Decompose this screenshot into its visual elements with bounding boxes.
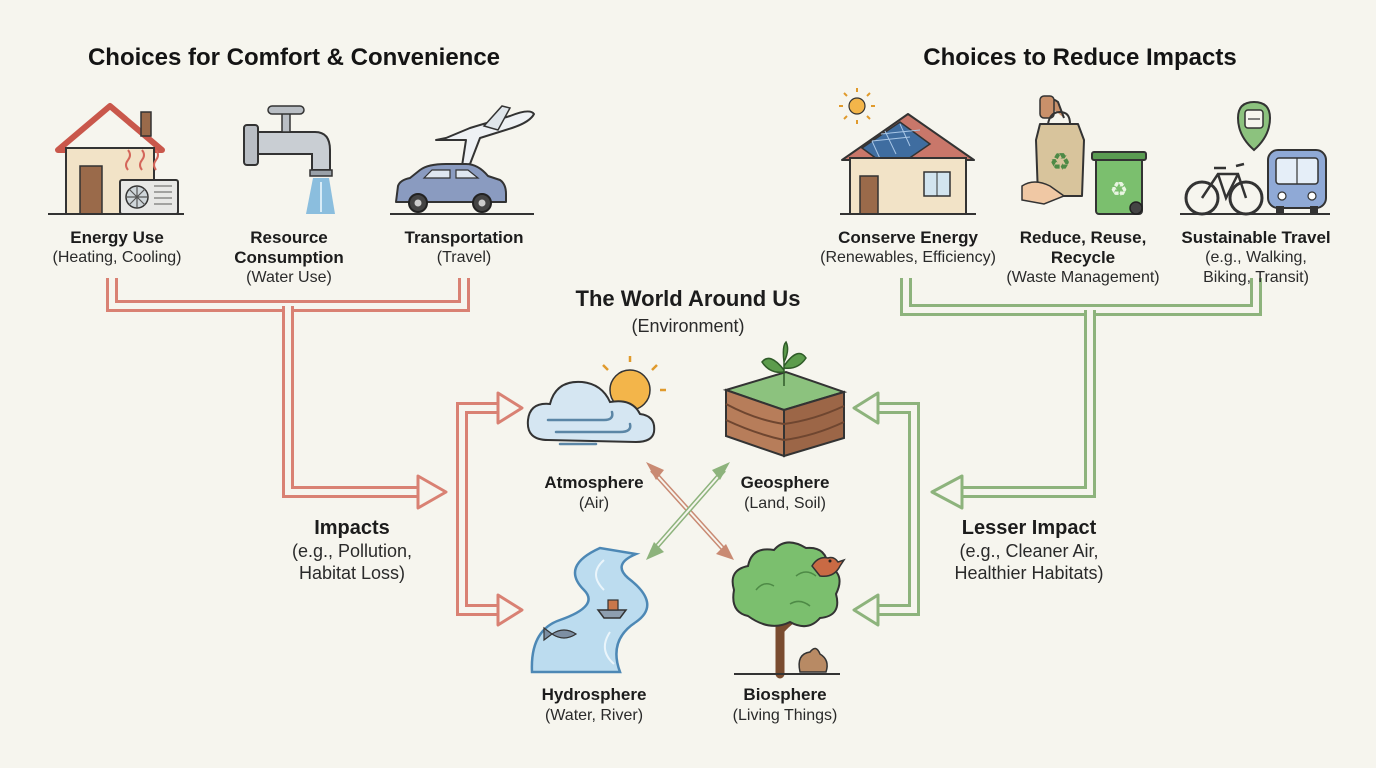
impacts-label: Impacts (e.g., Pollution, Habitat Loss) <box>292 516 412 584</box>
left-item-transportation: Transportation (Travel) <box>404 228 523 268</box>
sphere-subtitle: (Water, River) <box>544 707 644 724</box>
sphere-subtitle: (Air) <box>578 495 610 512</box>
impact-subtitle: (e.g., Pollution, <box>291 541 413 561</box>
river-icon <box>530 546 649 674</box>
sphere-title: Atmosphere <box>544 473 644 492</box>
sphere-interaction-arrows <box>646 462 734 560</box>
sphere-title: Biosphere <box>743 685 827 704</box>
item-title: Recycle <box>1050 248 1116 267</box>
center-title: The World Around Us <box>575 286 801 311</box>
center-subtitle: (Environment) <box>631 316 745 336</box>
item-title: Sustainable Travel <box>1181 228 1331 247</box>
sphere-title: Hydrosphere <box>541 685 647 704</box>
impact-subtitle: Healthier Habitats) <box>954 563 1104 583</box>
soil-layers-icon <box>722 340 848 458</box>
item-title: Consumption <box>234 248 344 267</box>
cloud-wind-sun-icon <box>526 356 666 446</box>
sphere-subtitle: (Land, Soil) <box>744 495 826 512</box>
center-title-block: The World Around Us (Environment) <box>576 286 801 337</box>
right-item-conserve-energy: Conserve Energy (Renewables, Efficiency) <box>820 228 996 268</box>
item-title: Resource <box>250 228 328 247</box>
item-subtitle: Biking, Transit) <box>1203 269 1309 286</box>
sphere-subtitle: (Living Things) <box>732 707 838 724</box>
bike-bus-icon <box>1180 100 1330 216</box>
sphere-atmosphere: Atmosphere (Air) <box>544 472 643 514</box>
lesser-impact-label: Lesser Impact (e.g., Cleaner Air, Health… <box>954 516 1103 584</box>
svg-text:♻: ♻ <box>1049 148 1071 176</box>
right-item-reduce-reuse-recycle: Reduce, Reuse, Recycle (Waste Management… <box>1006 228 1159 288</box>
item-title: Conserve Energy <box>838 228 978 247</box>
faucet-icon <box>243 105 335 214</box>
item-subtitle: (e.g., Walking, <box>1205 249 1307 266</box>
item-subtitle: (Renewables, Efficiency) <box>820 249 996 266</box>
sphere-biosphere: Biosphere (Living Things) <box>733 684 838 726</box>
recycle-icon: ♻ ♻ <box>1021 95 1147 215</box>
left-item-resource-consumption: Resource Consumption (Water Use) <box>234 228 344 288</box>
car-plane-icon <box>390 105 535 215</box>
item-subtitle: (Travel) <box>436 249 492 266</box>
left-heading: Choices for Comfort & Convenience <box>87 44 501 71</box>
negative-impact-arrows <box>106 278 524 627</box>
item-subtitle: (Heating, Cooling) <box>52 249 182 266</box>
impact-subtitle: Habitat Loss) <box>298 563 406 583</box>
sphere-title: Geosphere <box>740 473 830 492</box>
left-item-energy-use: Energy Use (Heating, Cooling) <box>53 228 182 268</box>
impact-subtitle: (e.g., Cleaner Air, <box>959 541 1099 561</box>
item-title: Energy Use <box>70 228 164 247</box>
sphere-geosphere: Geosphere (Land, Soil) <box>741 472 830 514</box>
impact-title: Lesser Impact <box>961 517 1097 539</box>
svg-text:♻: ♻ <box>1110 177 1128 201</box>
item-title: Reduce, Reuse, <box>1019 228 1147 247</box>
item-subtitle: (Water Use) <box>246 269 332 286</box>
solar-house-icon <box>839 88 976 215</box>
right-item-sustainable-travel: Sustainable Travel (e.g., Walking, Bikin… <box>1181 228 1330 288</box>
positive-impact-arrows <box>852 278 1262 627</box>
sphere-hydrosphere: Hydrosphere (Water, River) <box>542 684 647 726</box>
item-subtitle: (Waste Management) <box>1006 269 1160 286</box>
right-heading: Choices to Reduce Impacts <box>923 44 1237 71</box>
item-title: Transportation <box>404 228 524 247</box>
impact-title: Impacts <box>314 517 390 539</box>
tree-icon <box>731 541 846 679</box>
house-heating-icon <box>48 103 184 215</box>
